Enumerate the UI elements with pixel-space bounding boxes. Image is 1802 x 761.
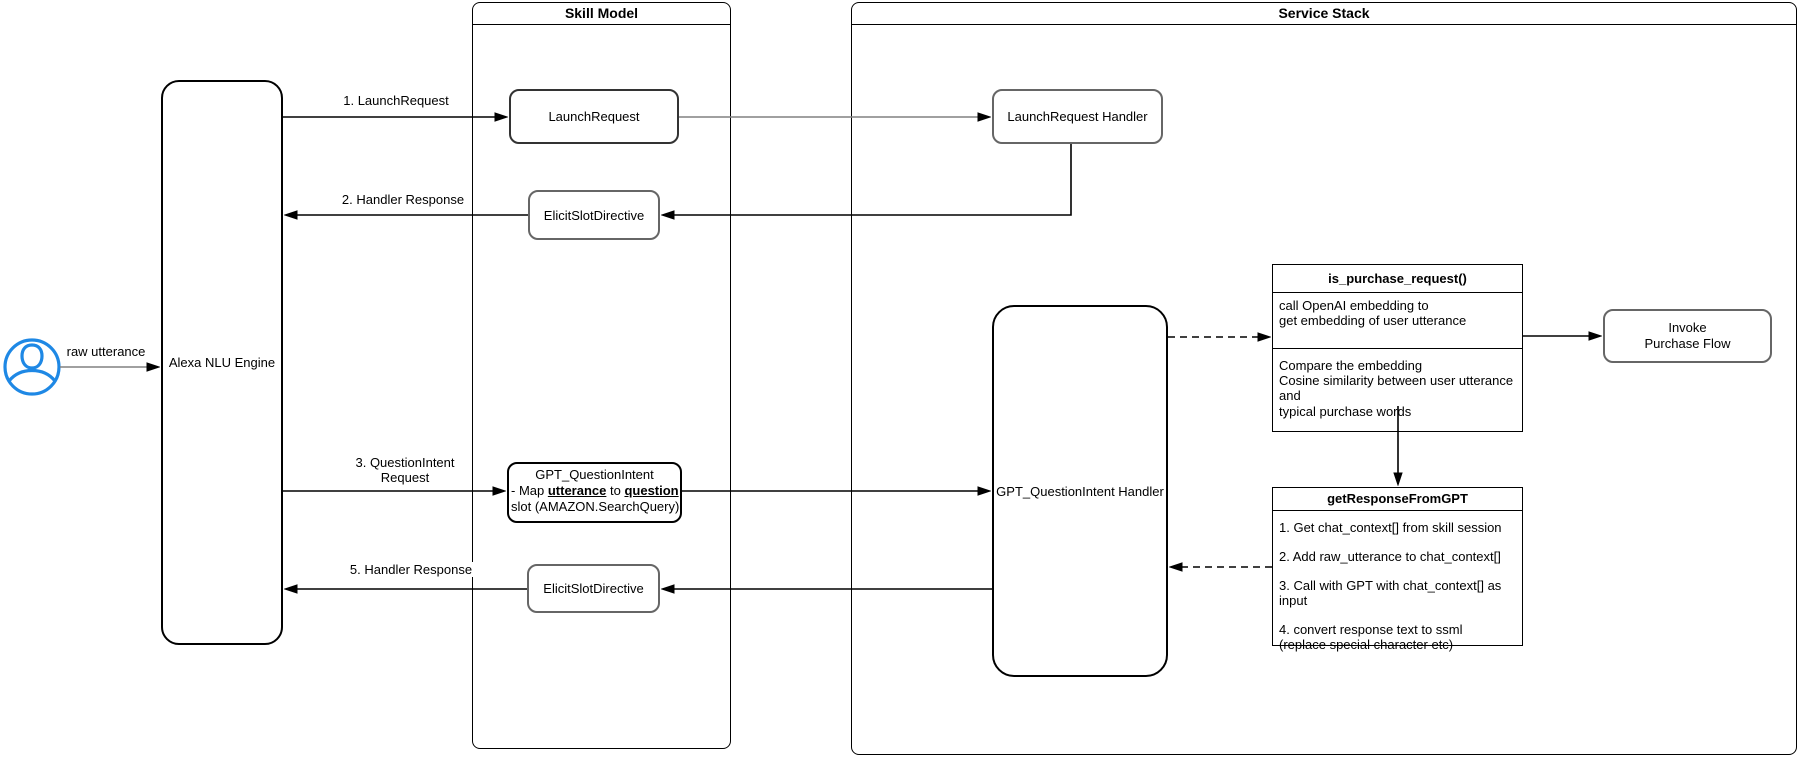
alexa-nlu-label: Alexa NLU Engine (168, 355, 276, 370)
map-mid: to (606, 483, 625, 498)
gpt-step-1: 1. Get chat_context[] from skill session (1279, 520, 1502, 535)
is-purchase-sec2-line3: typical purchase words (1279, 403, 1412, 419)
edge-label-3-line2: Request (380, 470, 430, 485)
map-term-question: question (624, 483, 679, 498)
node-alexa-nlu-engine: Alexa NLU Engine (161, 80, 283, 645)
is-purchase-request-section-1: call OpenAI embedding to get embedding o… (1273, 293, 1522, 349)
map-term-utterance: utterance (547, 483, 607, 498)
node-gpt-question-intent-handler: GPT_QuestionIntent Handler (992, 305, 1168, 677)
container-service-stack: Service Stack (851, 2, 1797, 755)
node-launch-request: LaunchRequest (509, 89, 679, 144)
edge-label-5-handler-response: 5. Handler Response (347, 562, 475, 577)
node-gpt-question-intent: GPT_QuestionIntent - Map utterance to qu… (507, 462, 682, 523)
is-purchase-sec2-line2: Cosine similarity between user utterance… (1279, 373, 1514, 404)
gpt-step-3: 3. Call with GPT with chat_context[] as … (1279, 578, 1502, 608)
edge-label-raw-utterance: raw utterance (64, 344, 148, 359)
is-purchase-sec2-line1: Compare the embedding (1279, 358, 1423, 373)
elicit-slot-directive-1-label: ElicitSlotDirective (543, 207, 645, 223)
node-elicit-slot-directive-1: ElicitSlotDirective (528, 190, 660, 240)
skill-model-title: Skill Model (473, 3, 730, 25)
node-launch-request-handler: LaunchRequest Handler (992, 89, 1163, 144)
node-elicit-slot-directive-2: ElicitSlotDirective (527, 564, 660, 613)
edge-label-3-line1: 3. QuestionIntent (355, 455, 455, 470)
gpt-question-intent-title: GPT_QuestionIntent (535, 467, 654, 482)
user-icon (3, 338, 61, 396)
node-is-purchase-request: is_purchase_request() call OpenAI embedd… (1272, 264, 1523, 432)
container-skill-model: Skill Model (472, 2, 731, 749)
service-stack-title: Service Stack (852, 3, 1796, 25)
gpt-step-2: 2. Add raw_utterance to chat_context[] (1279, 549, 1501, 564)
edge-label-1-launch-request: 1. LaunchRequest (341, 93, 451, 108)
gpt-question-intent-slot-line: slot (AMAZON.SearchQuery) (511, 499, 680, 514)
launch-request-handler-label: LaunchRequest Handler (1007, 109, 1148, 124)
edge-label-2-handler-response: 2. Handler Response (339, 192, 467, 207)
is-purchase-request-section-2: Compare the embedding Cosine similarity … (1273, 349, 1522, 431)
map-prefix: - Map (511, 483, 548, 498)
gpt-question-intent-map-line: - Map utterance to question (509, 483, 680, 499)
elicit-slot-directive-2-label: ElicitSlotDirective (543, 581, 644, 596)
is-purchase-sec1-line1: call OpenAI embedding to (1279, 298, 1429, 313)
is-purchase-sec1-line2: get embedding of user utterance (1279, 313, 1467, 329)
launch-request-label: LaunchRequest (548, 109, 640, 124)
invoke-purchase-flow-line1: Invoke (1668, 320, 1707, 335)
gpt-question-intent-handler-label: GPT_QuestionIntent Handler (996, 483, 1164, 499)
node-invoke-purchase-flow: Invoke Purchase Flow (1603, 309, 1772, 363)
gpt-step-4-note: (replace special character etc) (1279, 637, 1454, 652)
get-response-from-gpt-steps: 1. Get chat_context[] from skill session… (1273, 511, 1522, 652)
get-response-from-gpt-title: getResponseFromGPT (1273, 488, 1522, 511)
invoke-purchase-flow-line2: Purchase Flow (1644, 336, 1731, 351)
node-get-response-from-gpt: getResponseFromGPT 1. Get chat_context[]… (1272, 487, 1523, 652)
gpt-step-4: 4. convert response text to ssml (1279, 622, 1463, 637)
is-purchase-request-title: is_purchase_request() (1273, 265, 1522, 293)
